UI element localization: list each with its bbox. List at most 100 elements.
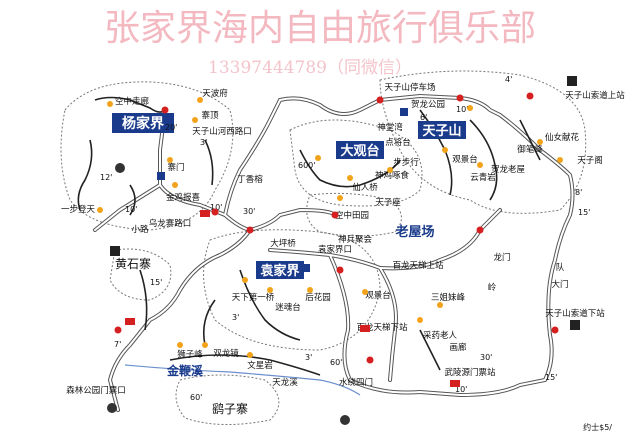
label-shenchuan-ting: 神堂湾: [377, 122, 403, 133]
label-tianlong-xi: 天龙溪: [272, 377, 298, 388]
toilet-icon: [302, 264, 310, 272]
svg-text:8': 8': [575, 188, 582, 197]
bus-icon: [360, 325, 370, 332]
laowuchang-boundary: [306, 192, 402, 237]
label-jinji-baoxi: 金鸡报喜: [166, 192, 201, 203]
label-tianzi-zuo: 天子座: [375, 197, 401, 208]
label-yibu-dengtian: 一步登天: [61, 204, 96, 215]
scenic-spot-markers: [97, 97, 563, 358]
svg-text:3': 3': [200, 138, 207, 147]
svg-text:30': 30': [243, 207, 255, 216]
svg-text:10': 10': [456, 105, 468, 114]
info-icon: [115, 163, 125, 173]
label-dianjiang-tai: 点将台: [385, 137, 411, 148]
yuanjiajie-badge-label: 袁家界: [259, 263, 299, 279]
daguantai-badge: [336, 141, 384, 159]
label-xiangu-qiao: 仙女献花: [545, 132, 580, 143]
label-kongzhong-zoulang: 空中走廊: [115, 96, 150, 107]
label-zhaimen: 寨门: [167, 162, 184, 173]
label-yubi-feng: 御笔峰: [517, 144, 543, 155]
yangjiajie-boundary: [60, 81, 234, 231]
label-yuanjiajie-lukou: 袁家界口: [318, 244, 352, 255]
bus-stop-pins: [114, 92, 559, 364]
label-tianzishan-hexi: 天子山河西路口: [192, 126, 252, 137]
info-icon: [340, 415, 350, 425]
huangshizhai-boundary: [109, 248, 172, 301]
label-xianren-qiao: 仙人桥: [352, 182, 378, 193]
label-ling: 岭: [488, 282, 497, 293]
label-tianzi-ge: 天子阁: [577, 155, 603, 166]
label-guanjing-zhan: 观景台: [365, 290, 391, 301]
svg-text:60': 60': [330, 358, 342, 367]
label-tianbo-fu: 天波府: [202, 88, 228, 99]
label-zhaiding: 寨顶: [201, 110, 219, 121]
yangjiajie-badge: [112, 113, 174, 133]
bus-icon: [125, 318, 135, 325]
label-shenqi-ge: 神鸡啄食: [375, 170, 410, 181]
svg-text:12': 12': [100, 173, 112, 182]
trails: [77, 96, 541, 376]
label-helong-gongyuan: 贺龙老屋: [491, 164, 526, 175]
svg-text:15': 15': [150, 278, 162, 287]
label-baolong-tianti-down: 百龙天梯下站: [356, 322, 408, 333]
club-phone: 13397444789（同微信）: [208, 58, 412, 78]
yaozizhai-label: 鹞子寨: [212, 401, 248, 416]
svg-text:7': 7': [114, 340, 121, 349]
facility-icons: [107, 76, 580, 425]
label-shenbing-juhui: 神兵聚会: [338, 234, 373, 245]
huangshizhai-label: 黄石寨: [115, 256, 151, 271]
label-baolong-tianti-up: 百龙天梯上站: [392, 260, 444, 271]
svg-text:30': 30': [480, 353, 492, 362]
daguantai-boundary: [289, 119, 423, 207]
yuanjiazhai-boundary: [175, 374, 280, 425]
label-shizi-feng: 狮子峰: [177, 349, 203, 360]
tianzishan-badge-label: 天子山: [422, 123, 461, 139]
label-buxing-jie: 步步行: [393, 157, 419, 168]
jinbianxi-label: 金鞭溪: [166, 363, 204, 378]
svg-text:15': 15': [578, 208, 590, 217]
laowuchang-label: 老屋场: [394, 224, 434, 240]
label-wenxing-yan: 文星岩: [247, 360, 273, 371]
svg-text:60': 60': [190, 393, 202, 402]
label-dingxiang-rong: 丁香榕: [237, 174, 263, 185]
toilet-icon: [400, 108, 408, 116]
svg-text:10': 10': [210, 203, 222, 212]
svg-text:10': 10': [455, 385, 467, 394]
label-tianzishan-suodao-up: 天子山索道上站: [565, 90, 625, 101]
place-labels: 空中走廊 天波府 寨顶 寨门 金鸡报喜 一步登天 乌龙寨路口 小路 天子山河西路…: [61, 82, 625, 396]
label-shuirao-simen: 水绕四门: [339, 377, 373, 388]
station-icon: [567, 76, 577, 86]
daguantai-badge-label: 大观台: [340, 143, 379, 159]
label-hedenggao: 贺龙公园: [411, 99, 445, 110]
label-xiaolu: 小路: [131, 224, 149, 235]
footer-note: 约士$5/: [583, 422, 612, 432]
info-icon: [107, 403, 117, 413]
toilet-icon: [157, 172, 165, 180]
label-dui: 队: [556, 262, 565, 273]
label-lao-wu: 云青岩: [470, 172, 496, 183]
station-icon: [570, 320, 580, 330]
time-labels: 20' 3' 12' 10' 10' 30' 600' 10' 4' 8' 15…: [100, 75, 590, 402]
svg-text:4': 4': [505, 75, 512, 84]
label-shuangmeng-jing: 双龙镜: [213, 348, 239, 359]
label-dagang-kou: 大坪桥: [270, 238, 296, 249]
area-badges: 杨家界 天子山 大观台 袁家界: [112, 113, 466, 279]
label-wulingyuan: 武陵源门票站: [444, 367, 496, 378]
label-wulongzhai-lukou: 乌龙寨路口: [149, 218, 192, 229]
label-tianxia-diyiqiao: 天下第一桥: [232, 292, 275, 303]
yuanjiajie-badge: [256, 261, 304, 279]
label-senlin-gongyuan: 森林公园门票口: [66, 385, 126, 396]
svg-text:20': 20': [165, 123, 177, 132]
label-damen: 大门: [551, 279, 568, 290]
label-guanjing-tai: 观景台: [452, 154, 478, 165]
bus-icon: [200, 210, 210, 217]
label-caiyao-lao: 采药老人: [423, 330, 458, 341]
label-huamei: 画廊: [449, 342, 467, 353]
label-kongzhong-tianyuan: 空中田园: [335, 210, 369, 221]
label-tianzi-station: 天子山停车场: [384, 82, 435, 93]
label-longmen: 龙门: [493, 252, 510, 263]
label-mihun-tai: 迷魂台: [275, 302, 301, 313]
station-icon: [110, 246, 120, 256]
label-houhuayuan: 后花园: [305, 292, 331, 303]
